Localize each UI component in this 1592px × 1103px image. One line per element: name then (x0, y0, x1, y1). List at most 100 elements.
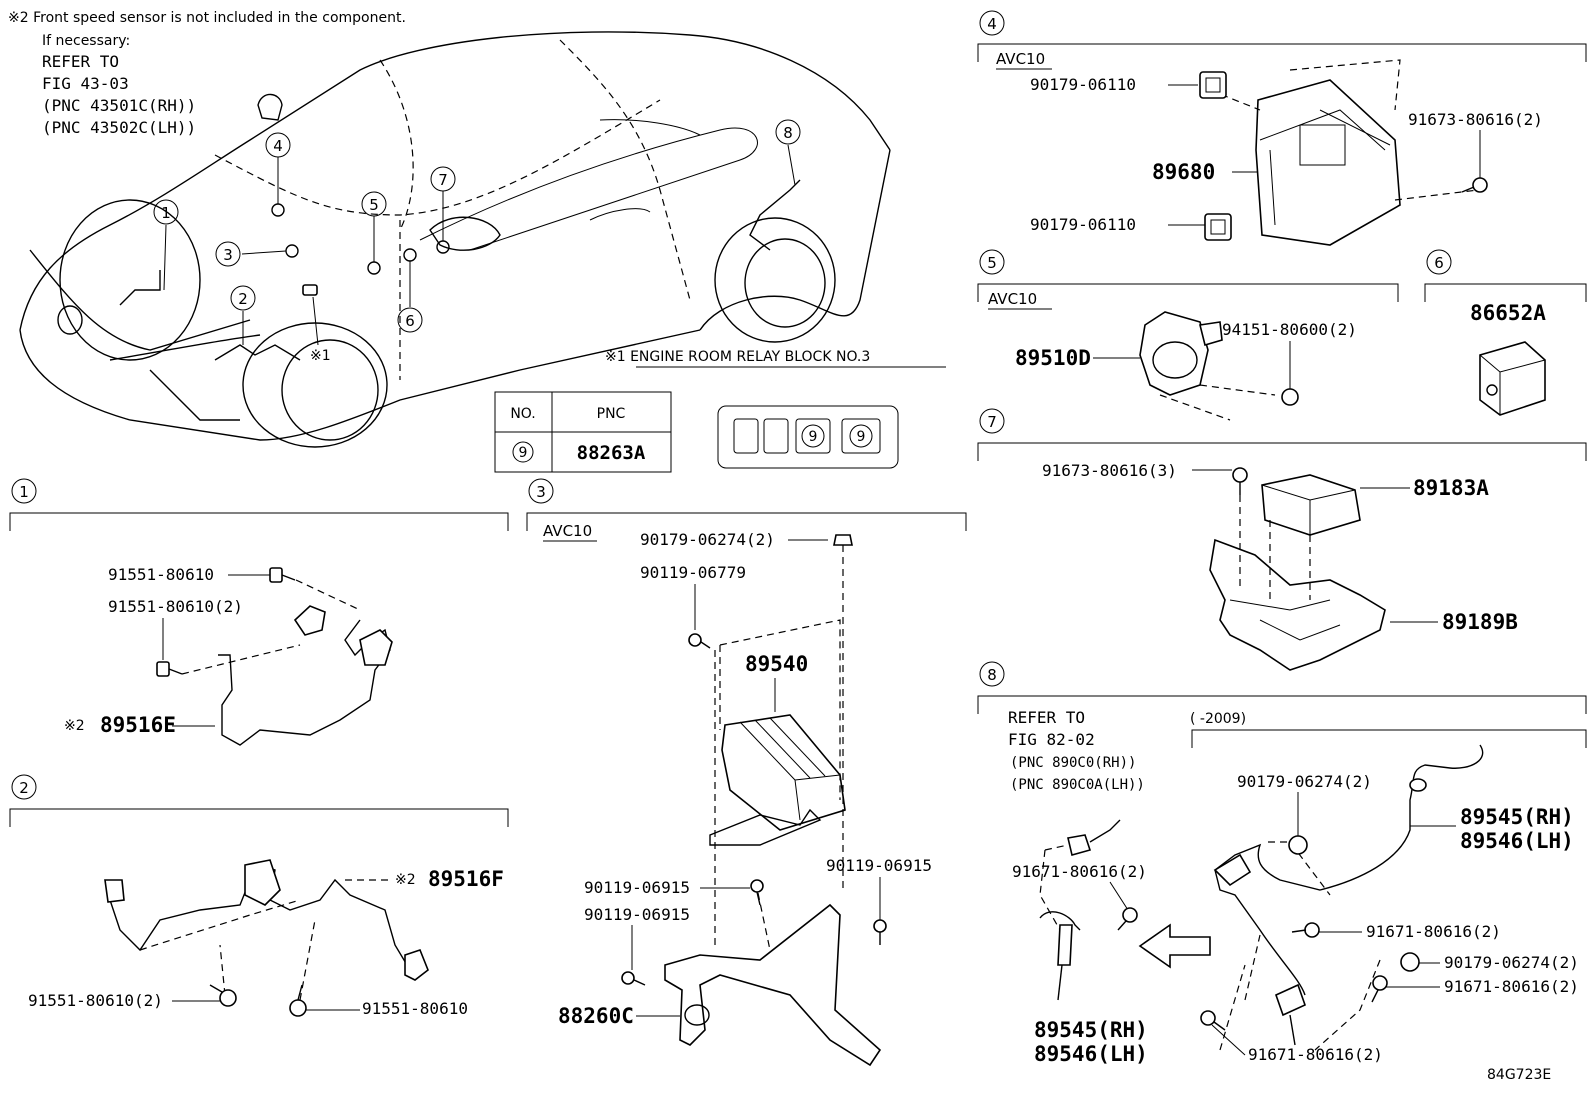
part-90119-06915-b[interactable]: 90119-06915 (826, 856, 932, 875)
part-89680[interactable]: 89680 (1152, 160, 1215, 184)
overview-callouts: 1 2 3 4 5 6 7 8 ※1 (153, 119, 801, 364)
section-8-refer-to[interactable]: REFER TO (1008, 708, 1085, 727)
nut-icon (1281, 388, 1299, 406)
refer-to-label[interactable]: REFER TO (42, 52, 119, 71)
section-8-number: 8 (987, 666, 997, 684)
rear-speed-sensor-icon (1039, 819, 1121, 1001)
callout-8[interactable]: 8 (783, 124, 793, 142)
part-91671-80616-2-d[interactable]: 91671-80616(2) (1248, 1045, 1383, 1064)
arrow-left-icon (1138, 923, 1211, 969)
table-row-no: 9 (519, 445, 528, 461)
part-89183A[interactable]: 89183A (1413, 476, 1489, 500)
part-91551-80610-2-a[interactable]: 91551-80610(2) (108, 597, 243, 616)
part-90119-06915-a[interactable]: 90119-06915 (584, 878, 690, 897)
relay-icon (1479, 341, 1546, 416)
part-91671-80616-2-b[interactable]: 91671-80616(2) (1366, 922, 1501, 941)
bolt-icon (1371, 975, 1388, 1003)
callout-5[interactable]: 5 (369, 196, 379, 214)
part-90179-06274-2-b[interactable]: 90179-06274(2) (1237, 772, 1372, 791)
fig-reference-link[interactable]: FIG 43-03 (42, 74, 129, 93)
nut-icon (1199, 71, 1227, 99)
section-1-number: 1 (19, 483, 29, 501)
part-90119-06779[interactable]: 90119-06779 (640, 563, 746, 582)
wheel-speed-sensor-harness-icon (181, 579, 393, 746)
part-90179-06110-b[interactable]: 90179-06110 (1030, 215, 1136, 234)
bolt-icon (750, 879, 764, 906)
bracket-icon (1209, 495, 1386, 671)
callout-3[interactable]: 3 (223, 246, 233, 264)
part-91671-80616-2-c[interactable]: 91671-80616(2) (1444, 977, 1579, 996)
nut-icon (1400, 952, 1420, 972)
bolt-icon (621, 971, 646, 986)
bolt-icon (873, 919, 887, 945)
part-89545-rh-a[interactable]: 89545(RH) (1460, 805, 1574, 829)
part-89546-lh-b[interactable]: 89546(LH) (1034, 1042, 1148, 1066)
section-4-number: 4 (987, 15, 997, 33)
callout-6[interactable]: 6 (405, 312, 415, 330)
bolt-icon (289, 984, 307, 1017)
section-7: 7 91673-80616(3) 89183A 89189B (977, 408, 1587, 671)
rear-speed-sensor-harness-icon (1213, 744, 1484, 1051)
relay-slot-9a[interactable]: 9 (809, 429, 818, 445)
part-90179-06110-a[interactable]: 90179-06110 (1030, 75, 1136, 94)
part-89516E[interactable]: 89516E (100, 713, 176, 737)
callout-1[interactable]: 1 (161, 204, 171, 222)
section-5-tag: AVC10 (988, 290, 1037, 308)
part-94151-80600-2[interactable]: 94151-80600(2) (1222, 320, 1357, 339)
nut-icon (1288, 835, 1308, 855)
part-90179-06274-2-c[interactable]: 90179-06274(2) (1444, 953, 1579, 972)
section-8-pnc-lh: (PNC 890C0A(LH)) (1010, 777, 1145, 793)
table-header-pnc: PNC (597, 406, 626, 422)
part-91673-80616-3[interactable]: 91673-80616(3) (1042, 461, 1177, 480)
part-91671-80616-2-a[interactable]: 91671-80616(2) (1012, 862, 1147, 881)
bolt-icon (1291, 922, 1320, 938)
part-89540[interactable]: 89540 (745, 652, 808, 676)
pnc-lh-reference: (PNC 43502C(LH)) (42, 118, 196, 137)
engine-room-relay-label: ※1 ENGINE ROOM RELAY BLOCK NO.3 (605, 349, 870, 365)
part-91551-80610-b[interactable]: 91551-80610 (362, 999, 468, 1018)
part-91551-80610-a[interactable]: 91551-80610 (108, 565, 214, 584)
section-3-tag: AVC10 (543, 522, 592, 540)
section-6-number: 6 (1434, 254, 1444, 272)
yaw-rate-sensor-icon (1139, 311, 1276, 421)
nut-icon (833, 534, 853, 546)
part-89546-lh-a[interactable]: 89546(LH) (1460, 829, 1574, 853)
section-2: 2 ※2 89516F 91551-80610(2) 91551-80610 (9, 774, 509, 1018)
section-2-number: 2 (19, 779, 29, 797)
sensor-mark-1: ※2 (64, 718, 85, 734)
part-89545-rh-b[interactable]: 89545(RH) (1034, 1018, 1148, 1042)
part-89510D[interactable]: 89510D (1015, 346, 1091, 370)
part-88260C[interactable]: 88260C (558, 1004, 634, 1028)
ecu-module-icon (709, 545, 846, 890)
car-overview-illustration (19, 31, 891, 448)
part-91673-80616-2-a[interactable]: 91673-80616(2) (1408, 110, 1543, 129)
part-91551-80610-2-b[interactable]: 91551-80610(2) (28, 991, 163, 1010)
callout-2[interactable]: 2 (238, 290, 248, 308)
bolt-icon (156, 661, 183, 677)
relay-block-layout: 9 9 (717, 405, 899, 469)
section-8: 8 REFER TO FIG 82-02 (PNC 890C0(RH)) (PN… (977, 661, 1587, 1066)
callout-4[interactable]: 4 (273, 137, 283, 155)
section-1: 1 91551-80610 91551-80610(2) ※2 89516E (9, 478, 509, 746)
year-range-label: ( -2009) (1190, 711, 1246, 727)
screw-icon (1232, 467, 1248, 495)
section-3-number: 3 (536, 483, 546, 501)
part-90119-06915-c[interactable]: 90119-06915 (584, 905, 690, 924)
part-89516F[interactable]: 89516F (428, 867, 504, 891)
relay-slot-9b[interactable]: 9 (857, 429, 866, 445)
bracket-icon (664, 650, 882, 1067)
screw-icon (1461, 177, 1488, 193)
section-4: 4 AVC10 90179-06110 89680 90179-06110 91… (977, 10, 1587, 246)
height-control-sensor-icon (1261, 474, 1361, 536)
part-90179-06274-2-a[interactable]: 90179-06274(2) (640, 530, 775, 549)
table-header-no: NO. (510, 406, 535, 422)
callout-7[interactable]: 7 (438, 171, 448, 189)
part-89189B[interactable]: 89189B (1442, 610, 1518, 634)
part-86652A[interactable]: 86652A (1470, 301, 1546, 325)
table-row-pnc[interactable]: 88263A (577, 442, 646, 464)
section-3: 3 AVC10 90179-06274(2) 90119-06779 89540… (526, 478, 967, 1067)
section-8-fig-link[interactable]: FIG 82-02 (1008, 730, 1095, 749)
pnc-table: NO. PNC 9 88263A (494, 391, 672, 473)
